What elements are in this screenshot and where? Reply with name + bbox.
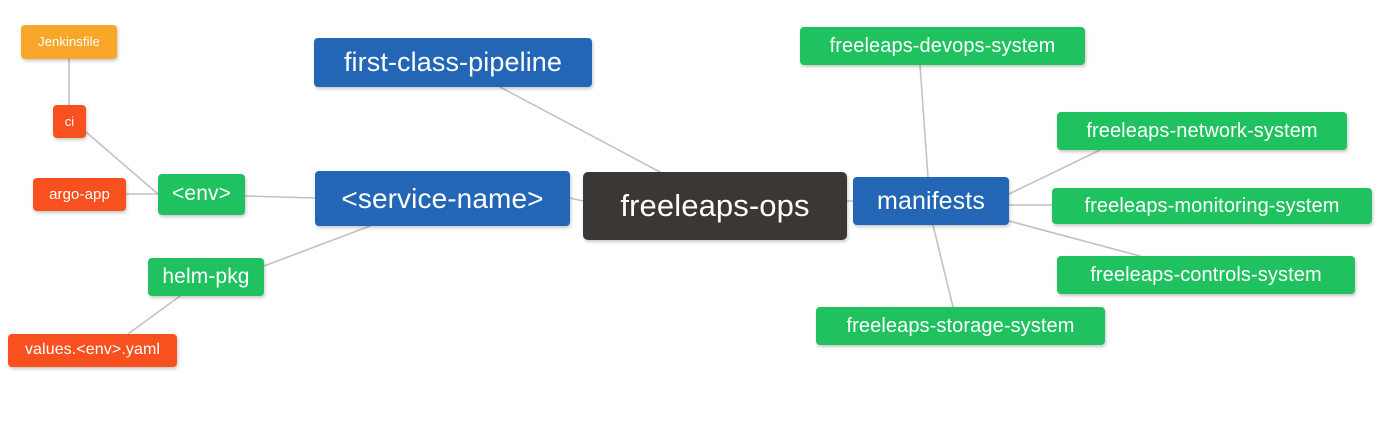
node-manifests[interactable]: manifests (853, 177, 1009, 225)
node-freeleaps-devops-system[interactable]: freeleaps-devops-system (800, 27, 1085, 65)
edge-service-name-to-helm-pkg (263, 225, 371, 267)
node-first-class-pipeline[interactable]: first-class-pipeline (314, 38, 592, 87)
edge-manifests-to-freeleaps-storage-system (932, 224, 954, 308)
node-freeleaps-storage-system[interactable]: freeleaps-storage-system (816, 307, 1105, 345)
edge-manifests-to-freeleaps-controls-system (1008, 220, 1141, 257)
edge-manifests-to-freeleaps-devops-system (919, 64, 929, 178)
edge-env-to-service-name (244, 195, 316, 199)
node-freeleaps-ops[interactable]: freeleaps-ops (583, 172, 847, 240)
node-service-name[interactable]: <service-name> (315, 171, 570, 226)
node-jenkinsfile[interactable]: Jenkinsfile (21, 25, 117, 59)
node-argo-app[interactable]: argo-app (33, 178, 126, 211)
edge-first-class-pipeline-to-freeleaps-ops (499, 86, 661, 173)
node-freeleaps-controls-system[interactable]: freeleaps-controls-system (1057, 256, 1355, 294)
node-env[interactable]: <env> (158, 174, 245, 215)
node-values-yaml[interactable]: values.<env>.yaml (8, 334, 177, 367)
edge-service-name-to-freeleaps-ops (569, 197, 584, 202)
node-ci[interactable]: ci (53, 105, 86, 138)
node-helm-pkg[interactable]: helm-pkg (148, 258, 264, 296)
node-freeleaps-network-system[interactable]: freeleaps-network-system (1057, 112, 1347, 150)
node-freeleaps-monitoring-system[interactable]: freeleaps-monitoring-system (1052, 188, 1372, 224)
edge-helm-pkg-to-values-yaml (127, 295, 181, 335)
